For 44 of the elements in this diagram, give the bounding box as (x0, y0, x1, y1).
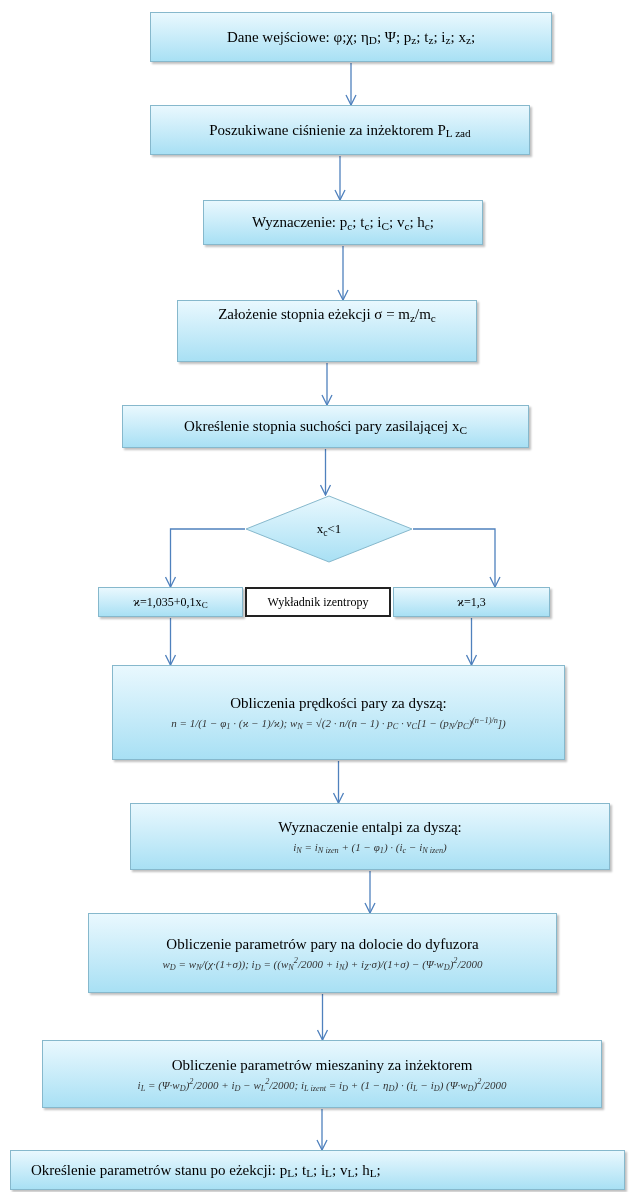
process-box (150, 12, 552, 62)
step-text: Określenie parametrów stanu po eżekcji: p$_{L}$; t$_{L}$; i$_{L}$; v$_{L}$; h$_{L}$; (31, 1160, 381, 1180)
step-text: Założenie stopnia eżekcji σ = m$_{z}$/m$_{c}$ (218, 305, 436, 324)
arrow (412, 528, 501, 588)
formula-text: i$_{L}$ = (Ψ·w$_{D}$)$^{2}$/2000 + i$_{D}$ − w$_{L}$$^{2}$/2000; i$_{L izent}$ = i$_{D}$ + (1 − η$_{D}$) · (i$_{L}$ − i$_{D}$) (Ψ·w$_{D}$)$^{2}$/2000 (137, 1078, 507, 1093)
step-text: Wykładnik izentropy (267, 594, 369, 610)
arrow (334, 155, 346, 201)
arrow (345, 62, 357, 106)
process-box (88, 913, 557, 993)
step-text: ϰ=1,035+0,1x$_{C}$ (133, 594, 208, 610)
process-box (150, 105, 530, 155)
step-text: ϰ=1,3 (457, 594, 486, 610)
condition-text: x$_{c}$<1 (316, 520, 342, 539)
step-text: Wyznaczenie: p$_{c}$; t$_{c}$; i$_{C}$; v$_{c}$; h$_{c}$; (252, 213, 434, 232)
step-text: Wyznaczenie entalpi za dyszą: (278, 818, 462, 837)
process-box (112, 665, 565, 760)
label-box (245, 587, 391, 617)
arrow (321, 362, 333, 406)
formula-text: w$_{D}$ = w$_{N}$/(χ·(1+σ)); i$_{D}$ = ((w$_{N}$$^{2}$/2000 + i$_{N}$) + i$_{Z}$·σ)/(1+σ) − (Ψ·w$_{D}$)$^{2}$/2000 (162, 957, 483, 972)
step-text: Obliczenie parametrów pary na dolocie do dyfuzora (166, 934, 479, 954)
process-box (98, 587, 243, 617)
step-text: Obliczenie parametrów mieszaniny za inżektorem (171, 1055, 473, 1075)
formula-text: i$_{N}$ = i$_{N izen}$ + (1 − φ$_{1}$) · (i$_{c}$ − i$_{N izen}$) (293, 841, 447, 855)
step-text: Określenie stopnia suchości pary zasilającej x$_{C}$ (184, 417, 467, 436)
process-box (130, 803, 610, 870)
arrow (316, 1108, 328, 1151)
process-box (203, 200, 483, 245)
arrow (332, 760, 345, 804)
process-box (10, 1150, 625, 1190)
arrow (364, 870, 376, 914)
arrow (319, 448, 332, 496)
process-box (393, 587, 550, 617)
process-box (42, 1040, 602, 1108)
arrow (465, 617, 478, 666)
formula-text: n = 1/(1 − φ$_{1}$ · (ϰ − 1)/ϰ); w$_{N}$ = √(2 · n/(n − 1) · p$_{C}$ · v$_{C}$[1 − (p$_{N}$/p$_{C}$)$^{(n−1)/n}$]) (171, 717, 506, 731)
step-text: Dane wejściowe: φ;χ; η$_{D}$; Ψ; p$_{z}$; t$_{z}$; i$_{z}$; x$_{z}$; (226, 27, 476, 47)
arrow (337, 245, 349, 301)
process-box (177, 300, 477, 362)
step-text: Poszukiwane ciśnienie za inżektorem P$_{L zad}$ (209, 120, 471, 140)
arrow (164, 617, 177, 666)
arrow (164, 528, 246, 588)
arrow (316, 993, 329, 1041)
step-text: Obliczenia prędkości pary za dyszą: (230, 694, 447, 713)
process-box (122, 405, 529, 448)
